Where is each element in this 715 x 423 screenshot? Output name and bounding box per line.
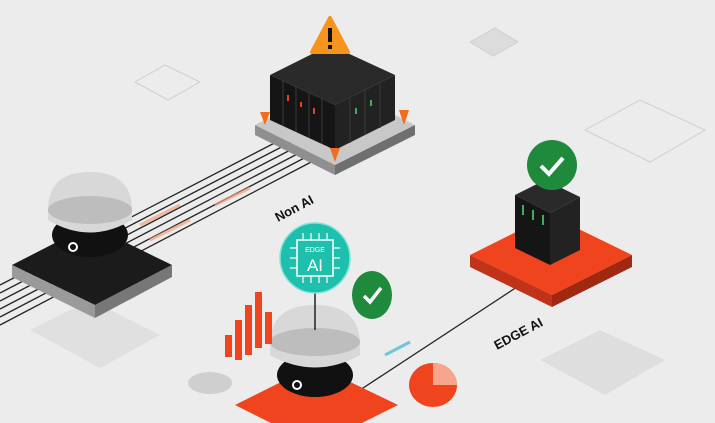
data-flow-accents [139, 186, 251, 242]
warning-icon [310, 16, 350, 54]
bar-chart-icon [225, 292, 272, 360]
dome-camera-left [12, 172, 172, 318]
cable-highlight [384, 340, 411, 357]
check-icon [527, 140, 577, 190]
non-ai-server [255, 45, 415, 175]
non-ai-label: Non AI [272, 192, 316, 225]
chip-main-label: AI [307, 256, 323, 275]
ai-chip-icon: EDGE AI [279, 222, 351, 294]
traffic-cone [260, 110, 409, 162]
cable-edge-ai [359, 284, 521, 391]
edge-ai-server [470, 180, 632, 307]
dome-camera-edge [235, 305, 398, 423]
background-tiles [30, 27, 707, 395]
pie-chart-icon [188, 363, 457, 407]
chip-top-label: EDGE [305, 247, 325, 254]
edge-ai-label: EDGE AI [491, 315, 545, 353]
cables-non-ai [0, 134, 316, 326]
check-icon [352, 271, 392, 319]
